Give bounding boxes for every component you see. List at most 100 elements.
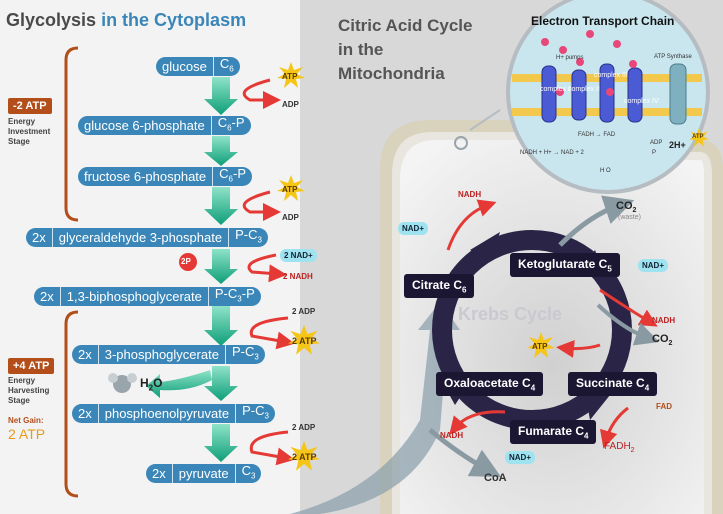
- cycle-nadh-label-2: NADH: [652, 316, 676, 325]
- molecule-glucose: glucose C6: [156, 57, 240, 76]
- node-ketoglutarate: Ketoglutarate C5: [510, 253, 620, 278]
- atp-starburst-icon: [527, 332, 555, 358]
- molecule-formula-sub: 6: [229, 64, 234, 74]
- magnifier-focus: [454, 136, 468, 150]
- water-label-h: H: [140, 376, 149, 390]
- molecule-phosphoenolpyruvate: 2x phosphoenolpyruvate P-C3: [72, 404, 275, 423]
- atp-synthase: [669, 63, 687, 125]
- complex-iii-label: complex III: [594, 72, 628, 79]
- krebs-cycle-label: Krebs Cycle: [458, 304, 563, 324]
- etc-fadh-text: FADH: [578, 132, 595, 138]
- h-pumps-label: H+ pumps: [556, 55, 584, 61]
- cycle-co2-label-2: CO2: [652, 333, 672, 347]
- node-oxaloacetate-sub: 4: [530, 383, 536, 393]
- molecule-formula-suffix: -P: [231, 116, 245, 131]
- two-nadh-label: 2 NADH: [283, 272, 313, 281]
- glycolysis-title: Glycolysis in the Cytoplasm: [6, 10, 246, 31]
- node-succinate-name: Succinate C: [576, 376, 645, 390]
- atp-label-1: ATP: [282, 72, 298, 81]
- glycolysis-energy-arrows: [242, 78, 295, 466]
- molecule-glucose-6-phosphate: glucose 6-phosphate C6-P: [78, 116, 251, 135]
- molecule-name: 1,3-biphosphoglycerate: [66, 289, 202, 304]
- molecule-glyceraldehyde-3-phosphate: 2x glyceraldehyde 3-phosphate P-C3: [26, 228, 268, 247]
- node-ketoglutarate-sub: 5: [607, 264, 612, 274]
- etc-h2o-label: H O: [600, 168, 611, 174]
- complex-ii-label: complex II: [568, 86, 600, 93]
- net-gain-value: 2 ATP: [8, 426, 46, 442]
- investment-badge: -2 ATP: [8, 98, 52, 114]
- etc-atp-label: ATP: [692, 134, 704, 140]
- investment-bracket: [64, 46, 79, 222]
- cycle-nad-tag-3: NAD+: [505, 451, 536, 464]
- magnifier-handle: [469, 109, 501, 131]
- citric-title: Citric Acid Cycle in the Mitochondria: [338, 14, 472, 86]
- molecule-multiplier: 2x: [32, 230, 46, 245]
- cycle-fad-label: FAD: [656, 402, 672, 411]
- etc-nadh-text: NADH + H+: [520, 150, 552, 156]
- molecule-name: glucose: [162, 59, 207, 74]
- molecule-name: 3-phosphoglycerate: [104, 347, 219, 362]
- cycle-co2-text-1: CO: [616, 200, 633, 212]
- harvesting-badge: +4 ATP: [8, 358, 55, 374]
- molecule-name: fructose 6-phosphate: [84, 169, 207, 184]
- node-citrate-name: Citrate C: [412, 278, 463, 292]
- molecule-name: glyceraldehyde 3-phosphate: [58, 230, 223, 245]
- two-atp-label-2: 2 ATP: [292, 452, 317, 462]
- molecule-name: phosphoenolpyruvate: [104, 406, 230, 421]
- cycle-nadh-label-3: NADH: [440, 431, 464, 440]
- molecule-pyruvate: 2x pyruvate C3: [146, 464, 262, 483]
- atp-starburst-icon: [689, 128, 709, 147]
- glycolysis-title-main: Glycolysis: [6, 10, 102, 30]
- molecule-formula-sub: 3: [264, 411, 269, 421]
- cycle-nad-tag-2: NAD+: [638, 259, 669, 272]
- two-adp-label-2: 2 ADP: [292, 423, 316, 432]
- harvesting-label: Energy Harvesting Stage: [8, 376, 50, 405]
- node-succinate: Succinate C4: [568, 372, 658, 397]
- glycolysis-step-arrows: [204, 77, 238, 462]
- investment-label: Energy Investment Stage: [8, 117, 51, 146]
- molecule-3-phosphoglycerate: 2x 3-phosphoglycerate P-C3: [72, 345, 265, 364]
- cycle-co2-text-2: CO: [652, 333, 669, 345]
- molecule-formula-suffix: -P: [232, 167, 246, 182]
- molecule-name: pyruvate: [178, 466, 229, 481]
- citric-title-line2: in the: [338, 40, 384, 59]
- mito-matrix: [400, 140, 704, 514]
- etc-nad-text: NAD + 2: [561, 150, 584, 156]
- etc-nadh-label: NADH + H+ → NAD + 2: [520, 150, 584, 156]
- pyruvate-to-cycle-arrow: [290, 302, 460, 514]
- molecule-multiplier: 2x: [152, 466, 166, 481]
- water-label: H2O: [140, 376, 162, 392]
- complex-i-label: complex I: [540, 86, 570, 93]
- molecule-formula-sub: 6: [227, 123, 232, 133]
- molecule-multiplier: 2x: [78, 406, 92, 421]
- adp-label-1: ADP: [282, 100, 299, 109]
- node-fumarate-name: Fumarate C: [518, 424, 585, 438]
- harvesting-bracket: [64, 310, 79, 498]
- molecule-formula-sub: 3: [254, 352, 259, 362]
- adp-label-2: ADP: [282, 213, 299, 222]
- cycle-nad-tag-1: NAD+: [398, 222, 429, 235]
- phosphate-2p-icon: [179, 253, 197, 271]
- two-p-label: 2P: [181, 257, 191, 266]
- etc-2h-label: 2H+: [669, 140, 686, 150]
- cycle-co2-sub-1: 2: [632, 207, 637, 215]
- coa-label: CoA: [484, 472, 507, 484]
- molecule-formula: P-C: [235, 228, 258, 243]
- molecule-formula: C: [219, 57, 230, 72]
- node-oxaloacetate: Oxaloacetate C4: [436, 372, 544, 397]
- water-label-o: O: [153, 376, 163, 390]
- net-gain-label: Net Gain:: [8, 416, 44, 425]
- node-citrate: Citrate C6: [404, 274, 475, 299]
- atp-starburst-icon: [288, 441, 320, 471]
- water-label-sub: 2: [148, 383, 154, 393]
- molecule-formula-sub: 6: [228, 174, 233, 184]
- etc-fad-text: FAD: [603, 132, 616, 138]
- molecule-formula-sub: 3: [237, 294, 242, 304]
- node-ketoglutarate-name: Ketoglutarate C: [518, 257, 608, 271]
- molecule-formula-sub: 3: [257, 235, 262, 245]
- two-adp-label-1: 2 ADP: [292, 307, 316, 316]
- citric-title-line1: Citric Acid Cycle: [338, 16, 473, 35]
- molecule-formula-sub: 3: [251, 471, 256, 481]
